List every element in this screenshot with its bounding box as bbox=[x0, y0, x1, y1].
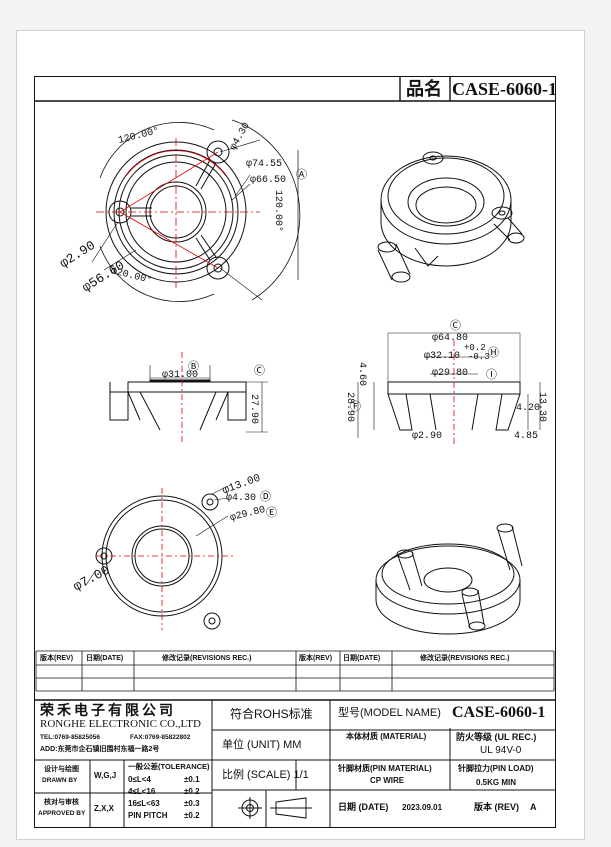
drawn-label-en: DRAWN BY bbox=[42, 777, 78, 784]
dim-side-rib: 4.20 bbox=[516, 403, 541, 414]
side-view-drawing bbox=[357, 332, 541, 445]
dim-front-height: 27.90 bbox=[248, 394, 259, 425]
company-name-en: RONGHE ELECTRONIC CO.,LTD bbox=[40, 718, 201, 730]
title-block-lines bbox=[34, 699, 556, 828]
rev-header-1: 版本(REV) bbox=[40, 655, 74, 662]
approved-label: 核对与审核 bbox=[44, 799, 79, 806]
rev-value: A bbox=[530, 802, 537, 812]
tol-minus: -0.3 bbox=[468, 352, 490, 362]
pin-load-value: 0.5KG MIN bbox=[476, 778, 517, 787]
rec-header-1: 修改记录(REVISIONS REC.) bbox=[162, 655, 252, 662]
datum-b: Ⓑ bbox=[188, 361, 199, 373]
date-header-2: 日期(DATE) bbox=[343, 655, 381, 662]
top-iso-drawing bbox=[377, 151, 525, 283]
tol-value-1: ±0.1 bbox=[184, 775, 200, 784]
date-value: 2023.09.01 bbox=[402, 803, 443, 812]
datum-a: Ⓐ bbox=[296, 169, 307, 181]
approved-label-en: APPROVED BY bbox=[38, 810, 86, 817]
unit-label: 单位 (UNIT) MM bbox=[222, 739, 302, 751]
datum-c-front: Ⓒ bbox=[254, 365, 265, 377]
tol-range-2: 4≤L<16 bbox=[128, 787, 156, 796]
name-label: 品名 bbox=[406, 79, 442, 99]
model-name-label: 型号(MODEL NAME) bbox=[338, 707, 441, 719]
dim-angle-3: 120.00° bbox=[272, 190, 283, 233]
datum-c-side: Ⓒ bbox=[450, 320, 461, 332]
rev-label: 版本 (REV) bbox=[474, 802, 520, 812]
scale-label: 比例 (SCALE) 1/1 bbox=[222, 769, 309, 781]
datum-e: Ⓔ bbox=[266, 507, 277, 519]
company-tel: TEL:0769-85825056 bbox=[40, 734, 100, 741]
company-address: ADD:东莞市企石镇旧围村东福一路2号 bbox=[40, 746, 160, 753]
front-view-drawing bbox=[109, 352, 268, 445]
datum-i: Ⓘ bbox=[486, 369, 497, 381]
pin-load-label: 针脚拉力(PIN LOAD) bbox=[458, 764, 534, 773]
company-fax: FAX:0769-85822802 bbox=[130, 734, 191, 741]
dim-outer-dia: φ74.55 bbox=[246, 159, 283, 170]
tol-range-1: 0≤L<4 bbox=[128, 775, 151, 784]
datum-h: Ⓗ bbox=[488, 347, 499, 359]
rohs-label: 符合ROHS标准 bbox=[230, 707, 313, 721]
ul-value: UL 94V-0 bbox=[480, 745, 522, 756]
projection-symbol bbox=[238, 797, 312, 819]
dim-side-bore: φ32.10 bbox=[424, 351, 461, 362]
tolerance-title: 一般公差(TOLERANCE) bbox=[128, 762, 210, 771]
tol-value-3: ±0.3 bbox=[184, 799, 200, 808]
drawing-frame bbox=[34, 76, 556, 828]
rec-header-2: 修改记录(REVISIONS REC.) bbox=[420, 655, 510, 662]
dim-ring-dia: φ66.50 bbox=[250, 175, 287, 186]
dim-bottom-hole: φ4.30 bbox=[226, 493, 257, 504]
rev-header-2: 版本(REV) bbox=[299, 655, 333, 662]
bottom-view-drawing bbox=[85, 485, 236, 630]
tol-range-3: 16≤L<63 bbox=[128, 799, 160, 808]
drawn-by: W,G,J bbox=[94, 771, 117, 780]
bottom-iso-drawing bbox=[375, 523, 523, 635]
tol-range-4: PIN PITCH bbox=[128, 811, 168, 820]
drawn-label: 设计与绘图 bbox=[44, 766, 79, 773]
ul-label: 防火等级 (UL REC.) bbox=[456, 732, 537, 742]
dim-side-top-h: 4.60 bbox=[356, 362, 367, 387]
datum-f: Ⓕ bbox=[350, 401, 361, 413]
top-view-drawing bbox=[91, 119, 301, 303]
approved-by: Z,X,X bbox=[94, 804, 115, 813]
datum-d: Ⓓ bbox=[260, 491, 271, 503]
tol-value-4: ±0.2 bbox=[184, 811, 200, 820]
company-name-cn: 荣禾电子有限公司 bbox=[40, 702, 176, 718]
drawing-sheet bbox=[16, 30, 585, 840]
date-header-1: 日期(DATE) bbox=[86, 655, 124, 662]
tol-value-2: ±0.2 bbox=[184, 787, 200, 796]
pin-material-value: CP WIRE bbox=[370, 776, 405, 785]
date-label: 日期 (DATE) bbox=[338, 802, 389, 812]
header-model: CASE-6060-1 bbox=[452, 79, 558, 99]
tol-plus: +0.2 bbox=[464, 343, 486, 353]
dim-side-right-h: 13.30 bbox=[536, 392, 547, 423]
dim-side-foot: 4.85 bbox=[514, 431, 539, 442]
dim-side-outer: φ64.80 bbox=[432, 333, 469, 344]
material-label: 本体材质 (MATERIAL) bbox=[346, 732, 427, 741]
dim-side-inner: φ29.80 bbox=[432, 368, 469, 379]
pin-material-label: 针脚材质(PIN MATERIAL) bbox=[338, 764, 432, 773]
dim-side-pin: φ2.90 bbox=[412, 431, 443, 442]
revision-table-lines bbox=[35, 650, 555, 692]
dim-front-dia: φ31.00 bbox=[162, 370, 199, 381]
model-name-value: CASE-6060-1 bbox=[452, 704, 546, 721]
